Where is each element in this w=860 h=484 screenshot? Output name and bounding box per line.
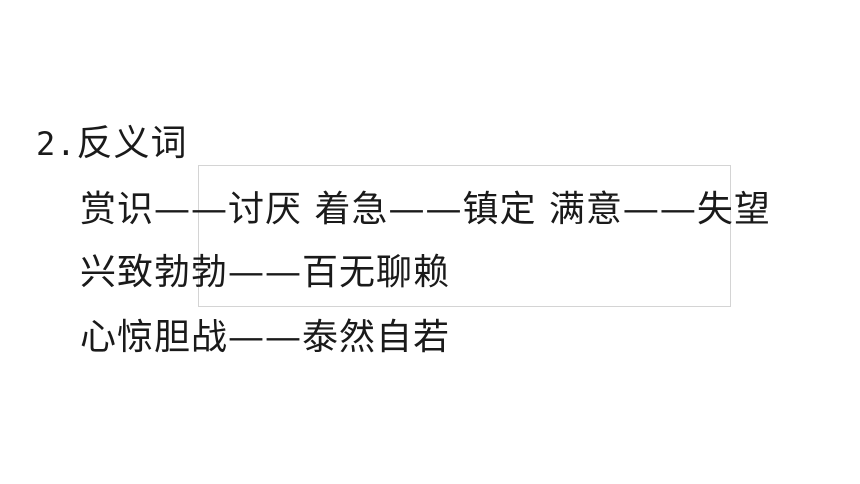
antonym-row: 兴致勃勃——百无聊赖 <box>80 252 451 293</box>
section-heading: 2.反义词 <box>36 124 188 164</box>
selection-frame <box>198 165 731 307</box>
antonym-row: 心惊胆战——泰然自若 <box>80 317 451 358</box>
heading-number: 2. <box>36 125 77 163</box>
antonym-row: 赏识——讨厌 着急——镇定 满意——失望 <box>80 189 771 230</box>
heading-title: 反义词 <box>76 123 188 164</box>
